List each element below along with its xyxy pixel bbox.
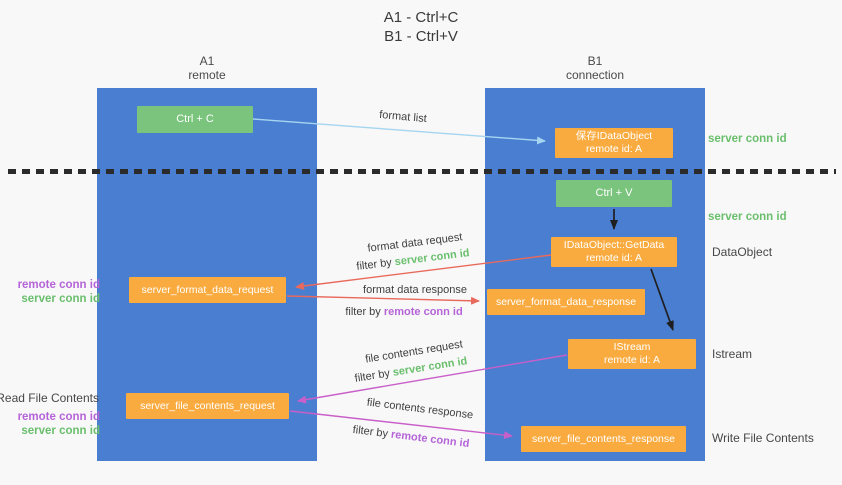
remote-conn-id-annotation-1: remote conn id	[17, 279, 100, 291]
column-a1-role: remote	[188, 68, 226, 82]
column-header-a1: A1 remote	[97, 54, 317, 82]
server-file-contents-response-box: server_file_contents_response	[521, 426, 686, 452]
filter-by-remote-conn-id-label-1: filter by remote conn id	[345, 306, 462, 318]
getdata-line2: remote id: A	[585, 252, 643, 264]
column-header-b1: B1 connection	[485, 54, 705, 82]
conn-id-annotation-pair-1: remote conn id server conn id	[18, 278, 100, 306]
server-file-contents-request-box: server_file_contents_request	[126, 393, 289, 419]
filter-by-text: filter by	[355, 256, 396, 273]
idataobject-getdata-box: IDataObject::GetData remote id: A	[551, 237, 677, 267]
diagram-title: A1 - Ctrl+C B1 - Ctrl+V	[0, 8, 842, 46]
filter-by-text: filter by	[352, 423, 392, 441]
ctrl-v-label: Ctrl + V	[595, 187, 633, 199]
remote-conn-id-annotation-2: remote conn id	[17, 411, 100, 423]
read-file-contents-annotation: Read File Contents	[0, 391, 99, 405]
server-format-data-request-label: server_format_data_request	[141, 283, 274, 296]
column-a1-name: A1	[199, 54, 215, 68]
server-conn-id-annotation-mid: server conn id	[708, 211, 787, 223]
title-line-1: A1 - Ctrl+C	[383, 9, 459, 26]
filter-by-remote-conn-id-label-2: filter by remote conn id	[352, 424, 470, 450]
istream-line2: remote id: A	[603, 354, 661, 366]
ctrl-c-box: Ctrl + C	[137, 106, 253, 133]
title-line-2: B1 - Ctrl+V	[384, 28, 458, 45]
server-format-data-response-box: server_format_data_response	[487, 289, 645, 315]
file-contents-response-label: file contents response	[366, 396, 474, 422]
ctrl-v-box: Ctrl + V	[556, 180, 672, 207]
server-conn-id-text: server conn id	[394, 247, 471, 269]
istream-box: IStream remote id: A	[568, 339, 696, 369]
istream-line1: IStream	[613, 341, 651, 353]
istream-annotation: Istream	[712, 347, 753, 361]
server-format-data-request-box: server_format_data_request	[129, 277, 286, 303]
remote-conn-id-text: remote conn id	[390, 428, 470, 451]
server-conn-id-annotation-1: server conn id	[21, 293, 100, 305]
save-idataobject-line2: remote id: A	[585, 143, 643, 155]
remote-conn-id-text: remote conn id	[383, 306, 463, 318]
save-idataobject-line1: 保存IDataObject	[575, 130, 653, 142]
ctrl-c-label: Ctrl + C	[176, 113, 214, 125]
write-file-contents-annotation: Write File Contents	[712, 431, 814, 445]
getdata-line1: IDataObject::GetData	[563, 239, 665, 251]
copy-paste-divider-line	[8, 169, 836, 174]
server-format-data-response-label: server_format_data_response	[495, 295, 637, 308]
server-file-contents-response-label: server_file_contents_response	[531, 432, 675, 445]
filter-by-text: filter by	[345, 306, 384, 318]
server-conn-id-annotation-2: server conn id	[21, 425, 100, 437]
save-idataobject-box: 保存IDataObject remote id: A	[555, 128, 673, 158]
format-data-response-label: format data response	[363, 284, 467, 296]
dataobject-annotation: DataObject	[712, 245, 773, 259]
filter-by-text: filter by	[353, 366, 394, 385]
column-b1-name: B1	[587, 54, 603, 68]
server-conn-id-annotation-top: server conn id	[708, 133, 787, 145]
column-b1-role: connection	[565, 68, 625, 82]
conn-id-annotation-pair-2: remote conn id server conn id	[18, 410, 100, 438]
server-file-contents-request-label: server_file_contents_request	[140, 399, 275, 412]
format-list-label: format list	[378, 108, 428, 126]
